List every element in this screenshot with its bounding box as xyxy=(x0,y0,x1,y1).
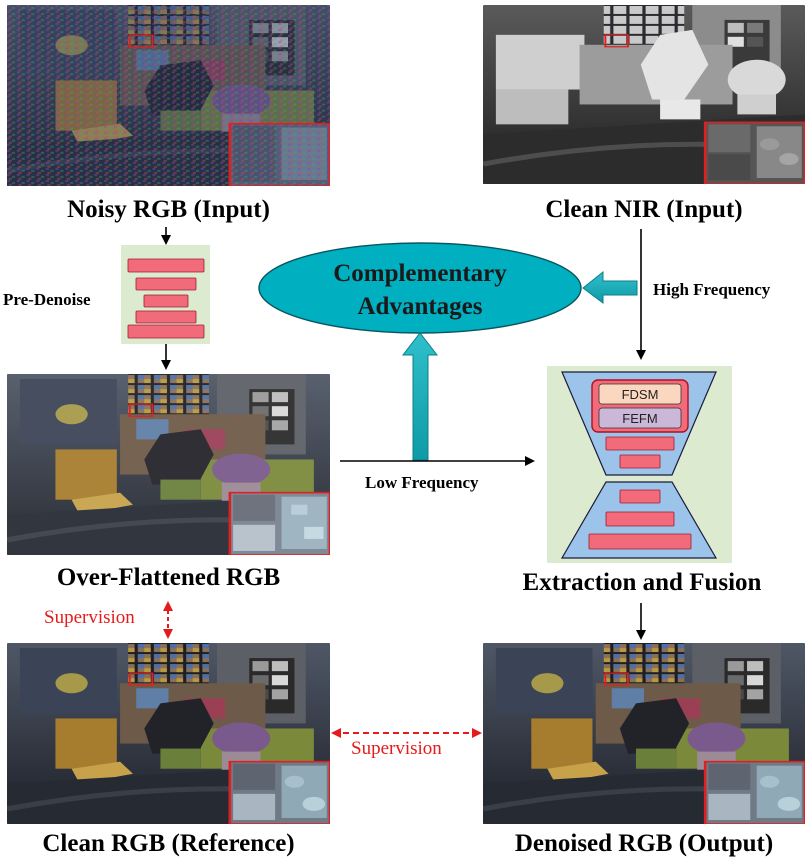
clean-rgb-image xyxy=(7,643,330,824)
denoised-rgb-image xyxy=(483,643,805,824)
clean-nir-image xyxy=(483,5,805,184)
fefm-label: FEFM xyxy=(622,411,657,426)
arrow-high-frequency-teal xyxy=(582,270,638,304)
high-frequency-label: High Frequency xyxy=(653,280,771,299)
pre-denoise-label: Pre-Denoise xyxy=(3,290,91,309)
fdsm-label: FDSM xyxy=(622,387,659,402)
low-frequency-label: Low Frequency xyxy=(365,473,479,492)
clean-rgb-caption: Clean RGB (Reference) xyxy=(42,830,295,857)
over-flattened-caption: Over-Flattened RGB xyxy=(56,564,281,591)
clean-nir-caption: Clean NIR (Input) xyxy=(545,196,743,223)
arrow-low-frequency-teal xyxy=(401,332,439,461)
extraction-fusion-network: FDSM FEFM xyxy=(547,366,732,563)
noisy-rgb-image xyxy=(7,5,330,186)
denoised-rgb-caption: Denoised RGB (Output) xyxy=(514,830,774,857)
supervision-vertical-label: Supervision xyxy=(44,607,135,628)
over-flattened-rgb-image xyxy=(7,374,330,555)
pre-denoise-network xyxy=(121,245,210,344)
supervision-horizontal-label: Supervision xyxy=(351,738,442,759)
ellipse-line2: Advantages xyxy=(357,293,482,320)
ellipse-line1: Complementary xyxy=(333,260,507,287)
extraction-fusion-caption: Extraction and Fusion xyxy=(522,569,762,596)
noisy-rgb-caption: Noisy RGB (Input) xyxy=(67,196,270,223)
